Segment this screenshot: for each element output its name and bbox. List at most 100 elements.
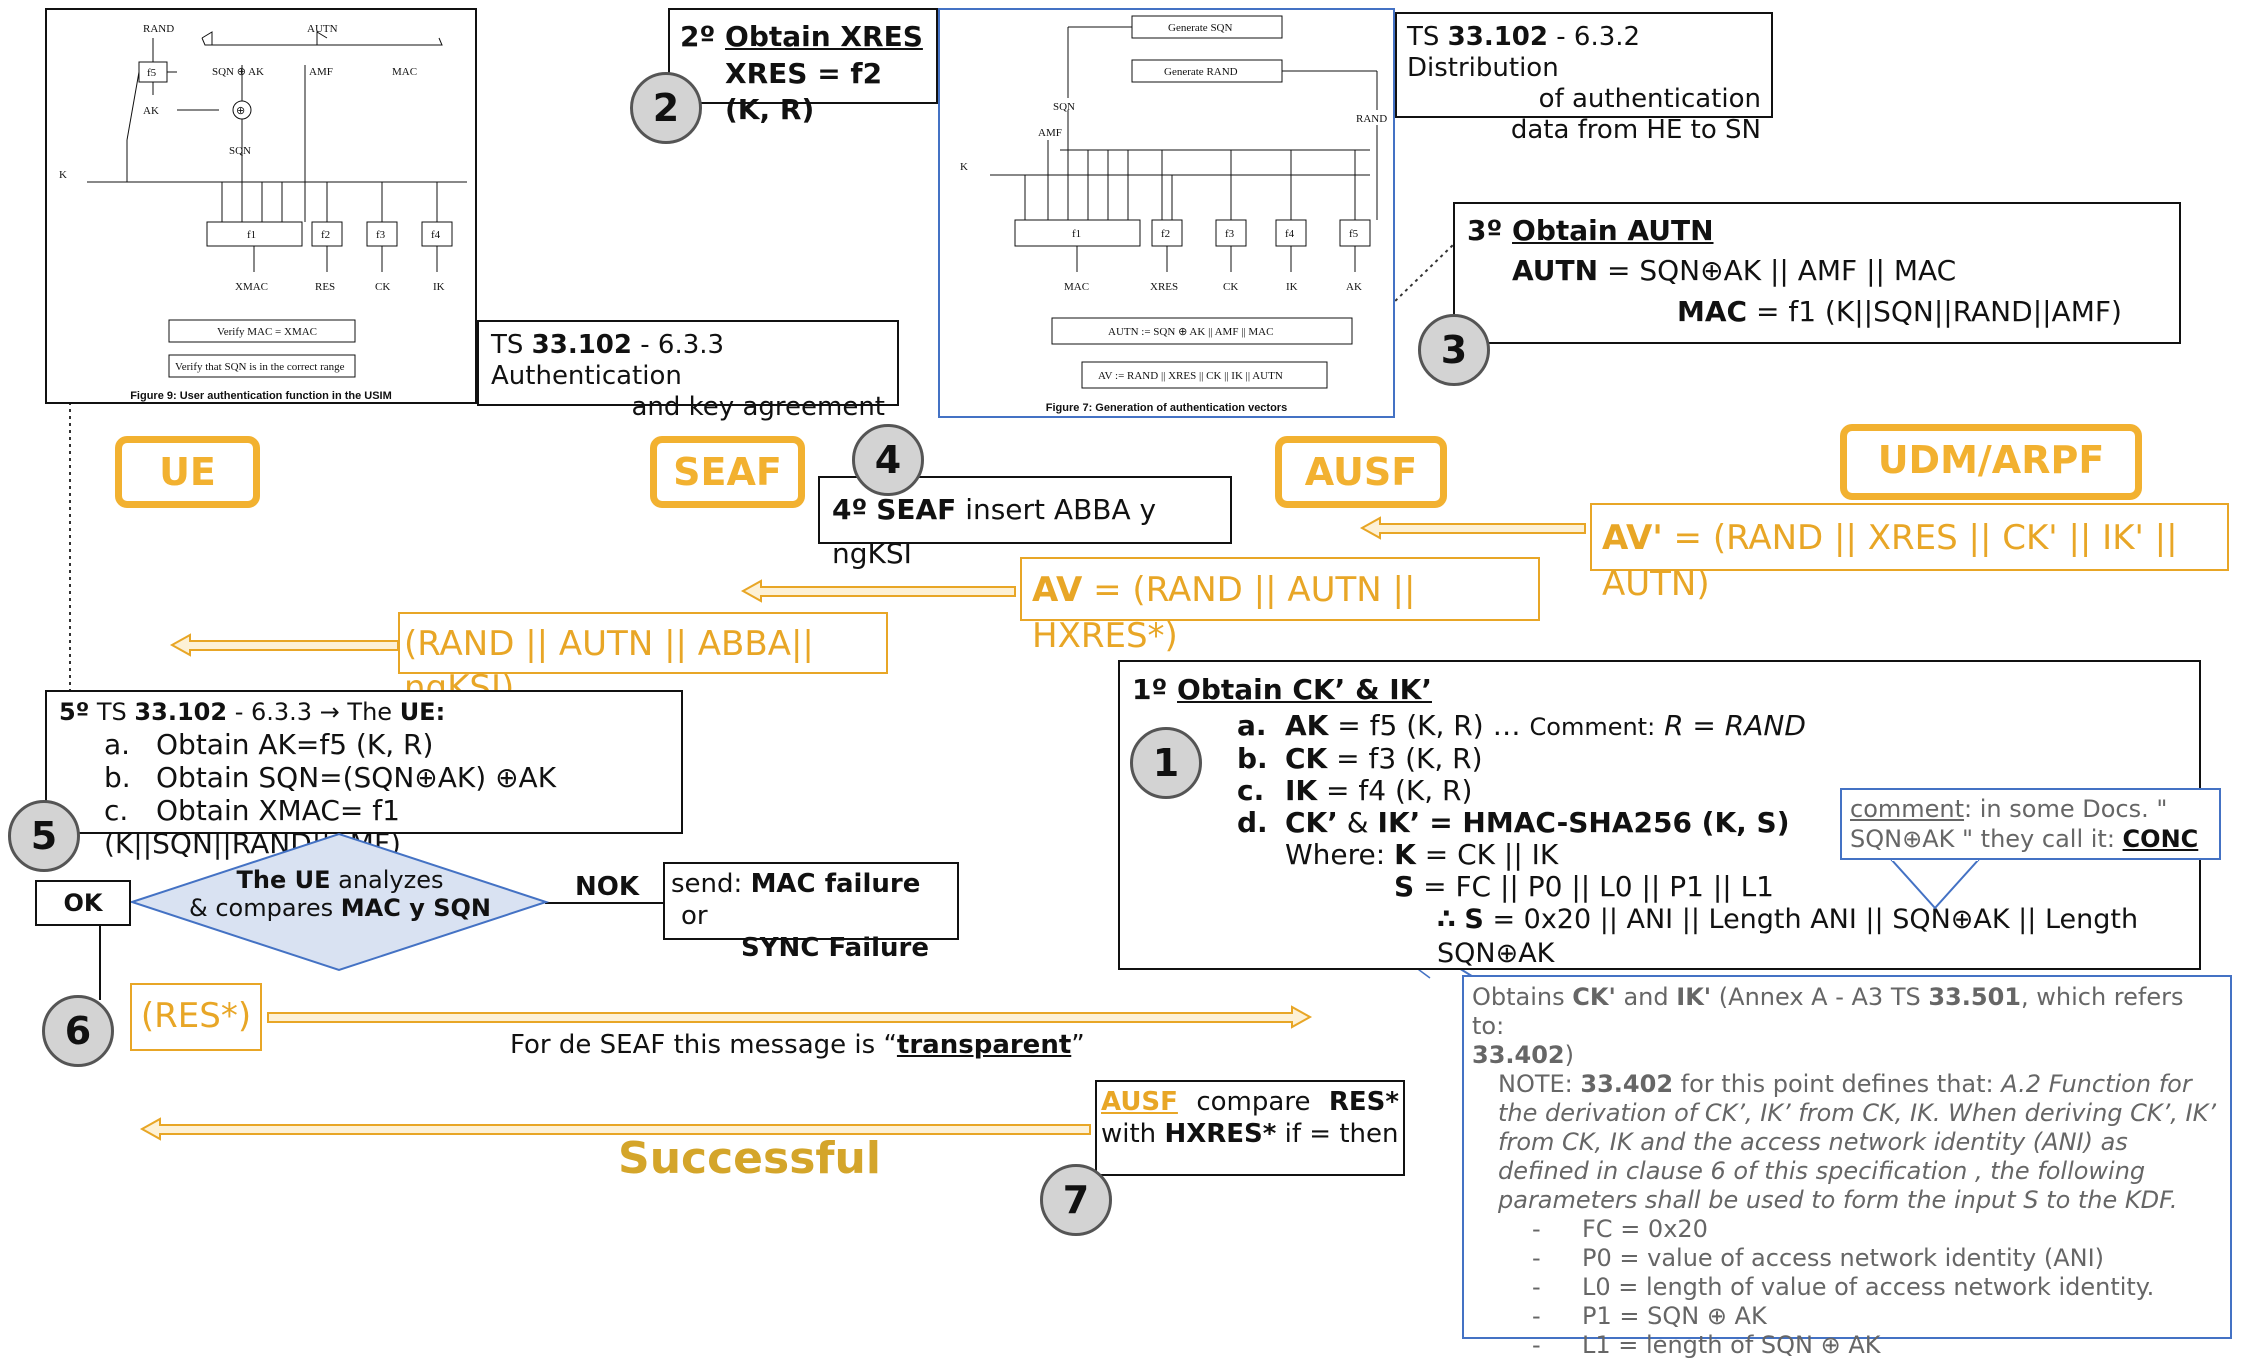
arrow-rand xyxy=(169,633,399,657)
failure-or: or xyxy=(681,901,708,931)
fig9-f5: f5 xyxy=(147,67,157,79)
note-ck: CK' xyxy=(1572,983,1616,1011)
transparent-pre: For de SEAF this message is “ xyxy=(510,1030,897,1060)
note-33402: 33.402 xyxy=(1472,1041,1565,1069)
fig7-ck: CK xyxy=(1223,281,1238,293)
step1-d-eq: = HMAC-SHA256 (K, S) xyxy=(1429,806,1790,839)
fig9-k: K xyxy=(59,169,67,181)
note-h2: (Annex A - A3 TS xyxy=(1718,983,1921,1011)
step2-box: 2º Obtain XRES XRES = f2 (K, R) xyxy=(668,8,938,126)
note-ik: IK' xyxy=(1676,983,1712,1011)
step5-tsnum: 33.102 xyxy=(134,698,228,726)
step5-item-b-marker: b. xyxy=(104,761,131,794)
note-item-p1-dash: - xyxy=(1532,1302,1541,1330)
av-message: AV = (RAND || AUTN || HXRES*) xyxy=(1020,557,1540,656)
step1-d: d.CK’ & IK’ = HMAC-SHA256 (K, S) xyxy=(1132,807,2187,839)
nok-label: NOK xyxy=(575,872,640,902)
fig7-ak: AK xyxy=(1346,281,1362,293)
step4-seaf: SEAF xyxy=(876,493,957,526)
step2-prefix: 2º xyxy=(680,20,716,53)
fig9-f2: f2 xyxy=(321,229,330,241)
decision-macsqn: MAC y SQN xyxy=(340,894,491,922)
note-item-l1-text: L1 = length of SQN ⊕ AK xyxy=(1582,1331,1881,1359)
step7-res: RES* xyxy=(1328,1087,1399,1117)
comment-conc: CONC xyxy=(2122,825,2199,853)
note-quote: A.2 Function for the derivation of CK’, … xyxy=(1498,1070,2216,1214)
step3-mac-label: MAC xyxy=(1677,295,1748,328)
fig9-verify-mac: Verify MAC = XMAC xyxy=(217,326,317,338)
comment-label: comment xyxy=(1850,795,1965,823)
figure-7-caption: Figure 7: Generation of authentication v… xyxy=(1045,402,1288,414)
step7-with: with xyxy=(1101,1119,1157,1149)
step4-box: 4º SEAF insert ABBA y ngKSI xyxy=(818,476,1232,570)
step7-then: if = then xyxy=(1284,1119,1399,1149)
fig7-gen-rand: Generate RAND xyxy=(1164,66,1238,78)
note-item-l0-dash: - xyxy=(1532,1273,1541,1301)
ts633-text1: - 6.3.3 Authentication xyxy=(491,330,725,391)
figure-9-usim: RAND AUTN SQN ⊕ AK AMF MAC f5 AK ⊕ SQN K… xyxy=(45,8,477,404)
fig7-autn-eq: AUTN := SQN ⊕ AK || AMF || MAC xyxy=(1108,326,1273,338)
step1-s2-rhs: = 0x20 || ANI || Length ANI || SQN⊕AK ||… xyxy=(1437,904,2139,969)
comment-t1: : in some Docs. " xyxy=(1964,795,2168,823)
step7-ausf: AUSF xyxy=(1101,1087,1178,1117)
step2-title: Obtain XRES xyxy=(725,20,923,53)
step1-where-label: Where: xyxy=(1285,838,1386,871)
fig7-rand: RAND xyxy=(1356,113,1387,125)
step1-therefore: ∴ xyxy=(1437,904,1456,935)
failure-sync: SYNC Failure xyxy=(741,933,930,963)
step1-s2-key: S xyxy=(1464,904,1484,935)
failure-send: send: xyxy=(671,869,743,899)
step1-b-marker: b. xyxy=(1237,742,1268,775)
step1-a-comment: Comment: xyxy=(1529,713,1656,741)
fig9-autn: AUTN xyxy=(307,23,338,35)
step5-item-b-text: Obtain SQN=(SQN⊕AK) ⊕AK xyxy=(156,761,557,794)
note-item-l1: -L1 = length of SQN ⊕ AK xyxy=(1472,1331,2222,1360)
failure-mac: MAC failure xyxy=(750,869,921,899)
decision-analyzes: analyzes xyxy=(338,866,444,894)
arrow-res xyxy=(267,1005,1313,1029)
note-item-p0: -P0 = value of access network identity (… xyxy=(1472,1244,2222,1273)
actor-ausf: AUSF xyxy=(1275,436,1447,508)
step5-box: 5º TS 33.102 - 6.3.3 → The UE: a.Obtain … xyxy=(45,690,683,860)
comment-box: comment: in some Docs. " SQN⊕AK " they c… xyxy=(1840,788,2221,860)
fig7-xres: XRES xyxy=(1150,281,1178,293)
av-label: AV xyxy=(1032,570,1083,610)
step3-title: Obtain AUTN xyxy=(1512,214,1714,247)
note-item-fc-dash: - xyxy=(1532,1215,1541,1243)
step7-compare: compare xyxy=(1196,1087,1311,1117)
ts632-spec: TS xyxy=(1407,22,1440,52)
step1-d-key2: IK’ xyxy=(1377,806,1421,839)
step3-autn-label: AUTN xyxy=(1512,254,1599,287)
step5-ref: - 6.3.3 → The xyxy=(234,698,393,726)
comment-t3: " they call it: xyxy=(1961,825,2115,853)
fig9-ck: CK xyxy=(375,281,390,293)
step1-s-rhs: = FC || P0 || L0 || P1 || L1 xyxy=(1423,870,1774,903)
step1-b: b.CK = f3 (K, R) xyxy=(1132,743,2187,775)
step1-prefix: 1º xyxy=(1132,673,1168,706)
av-rhs: = (RAND || AUTN || HXRES*) xyxy=(1032,570,1416,656)
ts632-text2: of authentication xyxy=(1538,84,1761,114)
av-prime-message: AV' = (RAND || XRES || CK' || IK' || AUT… xyxy=(1590,503,2229,604)
step1-a: a.AK = f5 (K, R) … Comment: R = RAND xyxy=(1132,710,2187,743)
decision-text: The UE analyzes & compares MAC y SQN xyxy=(170,866,510,922)
step5-item-a: a.Obtain AK=f5 (K, R) xyxy=(59,728,669,761)
fig7-amf: AMF xyxy=(1038,127,1062,139)
note-item-p0-dash: - xyxy=(1532,1244,1541,1272)
note-mid: for this point defines that: xyxy=(1680,1070,1994,1098)
step1-b-key: CK xyxy=(1285,742,1328,775)
failure-box: send: MAC failure or SYNC Failure xyxy=(663,862,959,963)
transparent-note: For de SEAF this message is “transparent… xyxy=(510,1030,1085,1060)
step3-autn-rhs: = SQN⊕AK || AMF || MAC xyxy=(1606,254,1957,287)
ts633-text2: and key agreement xyxy=(631,392,886,422)
step5-ue: UE: xyxy=(399,698,446,726)
figure-7-diagram: Generate SQN Generate RAND SQN RAND AMF … xyxy=(960,15,1387,389)
figure-7-av-generation: Generate SQN Generate RAND SQN RAND AMF … xyxy=(938,8,1395,418)
fig9-xmac: XMAC xyxy=(235,281,268,293)
ts633-num: 33.102 xyxy=(531,330,632,360)
note-box: Obtains CK' and IK' (Annex A - A3 TS 33.… xyxy=(1462,975,2232,1359)
note-item-fc: -FC = 0x20 xyxy=(1472,1215,2222,1244)
note-item-l0-text: L0 = length of value of access network i… xyxy=(1582,1273,2155,1301)
step3-box: 3º Obtain AUTN AUTN = SQN⊕AK || AMF || M… xyxy=(1453,202,2181,344)
step1-where-rhs: = CK || IK xyxy=(1424,838,1559,871)
